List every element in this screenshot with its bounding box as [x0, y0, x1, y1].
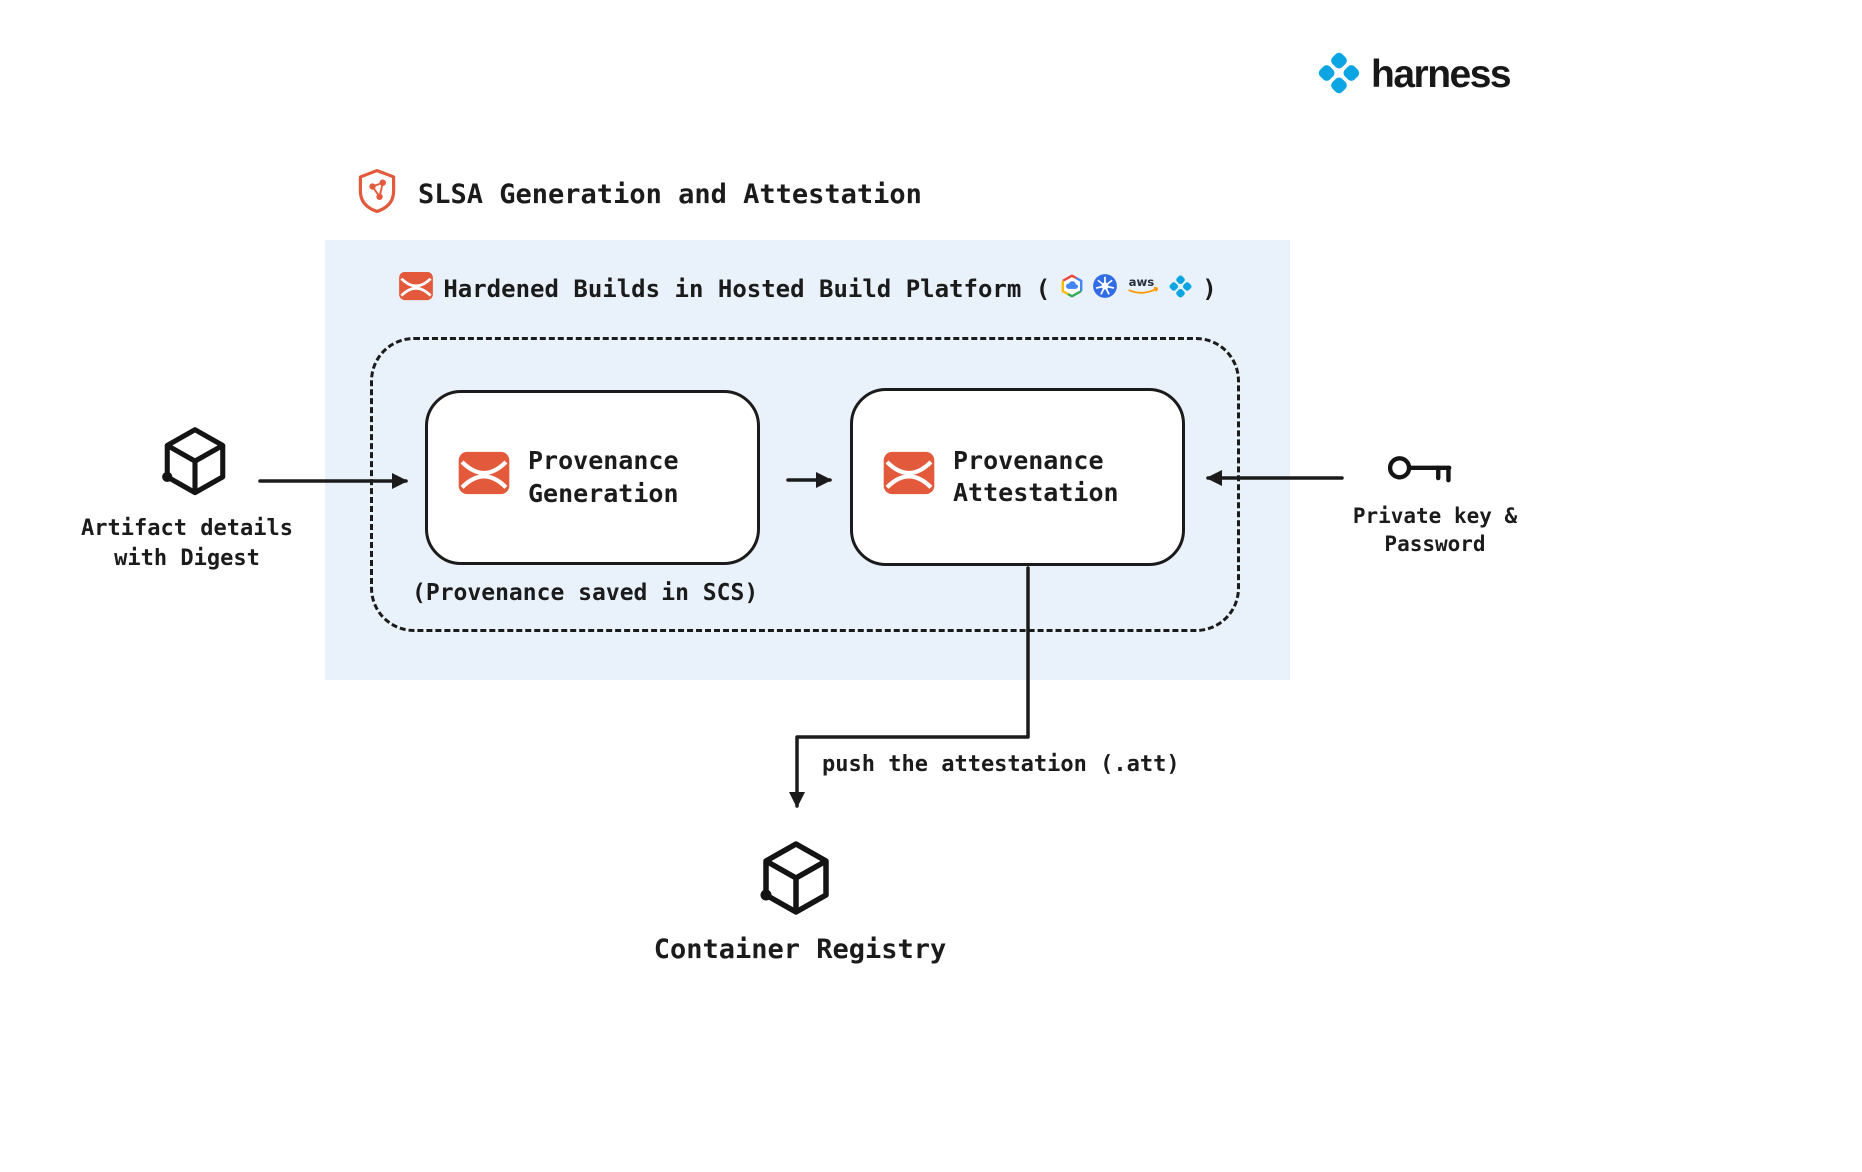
diagram-title: SLSA Generation and Attestation — [356, 168, 922, 221]
harness-wordmark: harness — [1371, 53, 1512, 96]
private-key-icon — [1385, 450, 1455, 494]
private-key-label: Private key & Password — [1352, 504, 1518, 557]
google-cloud-icon — [1059, 273, 1085, 305]
provenance-saved-note: (Provenance saved in SCS) — [412, 580, 759, 606]
provenance-generation-node: Provenance Generation — [425, 390, 760, 565]
provider-icons: aws — [1059, 273, 1193, 305]
svg-text:aws: aws — [1129, 275, 1155, 289]
harness-logo-icon — [1316, 50, 1362, 100]
artifact-cube-icon — [158, 424, 232, 506]
push-attestation-label: push the attestation (.att) — [822, 752, 1180, 777]
provenance-generation-label: Provenance Generation — [528, 446, 679, 508]
slsa-shield-icon — [356, 168, 398, 221]
harness-icon — [1168, 274, 1193, 305]
diagram-title-text: SLSA Generation and Attestation — [418, 179, 922, 210]
platform-header: Hardened Builds in Hosted Build Platform… — [325, 268, 1290, 310]
container-registry-cube-icon — [756, 838, 836, 926]
scs-module-icon — [398, 268, 434, 310]
provenance-attestation-node: Provenance Attestation — [850, 388, 1185, 566]
provenance-attestation-label: Provenance Attestation — [953, 445, 1119, 508]
platform-title-prefix: Hardened Builds in Hosted Build Platform… — [443, 275, 1051, 303]
aws-icon: aws — [1125, 274, 1161, 304]
artifact-label: Artifact details with Digest — [81, 516, 293, 571]
scs-module-icon — [882, 446, 936, 509]
container-registry-label: Container Registry — [653, 934, 947, 965]
harness-logo: harness — [1316, 50, 1512, 100]
scs-module-icon — [457, 446, 511, 509]
platform-title-suffix: ) — [1202, 275, 1217, 303]
kubernetes-icon — [1092, 273, 1118, 305]
